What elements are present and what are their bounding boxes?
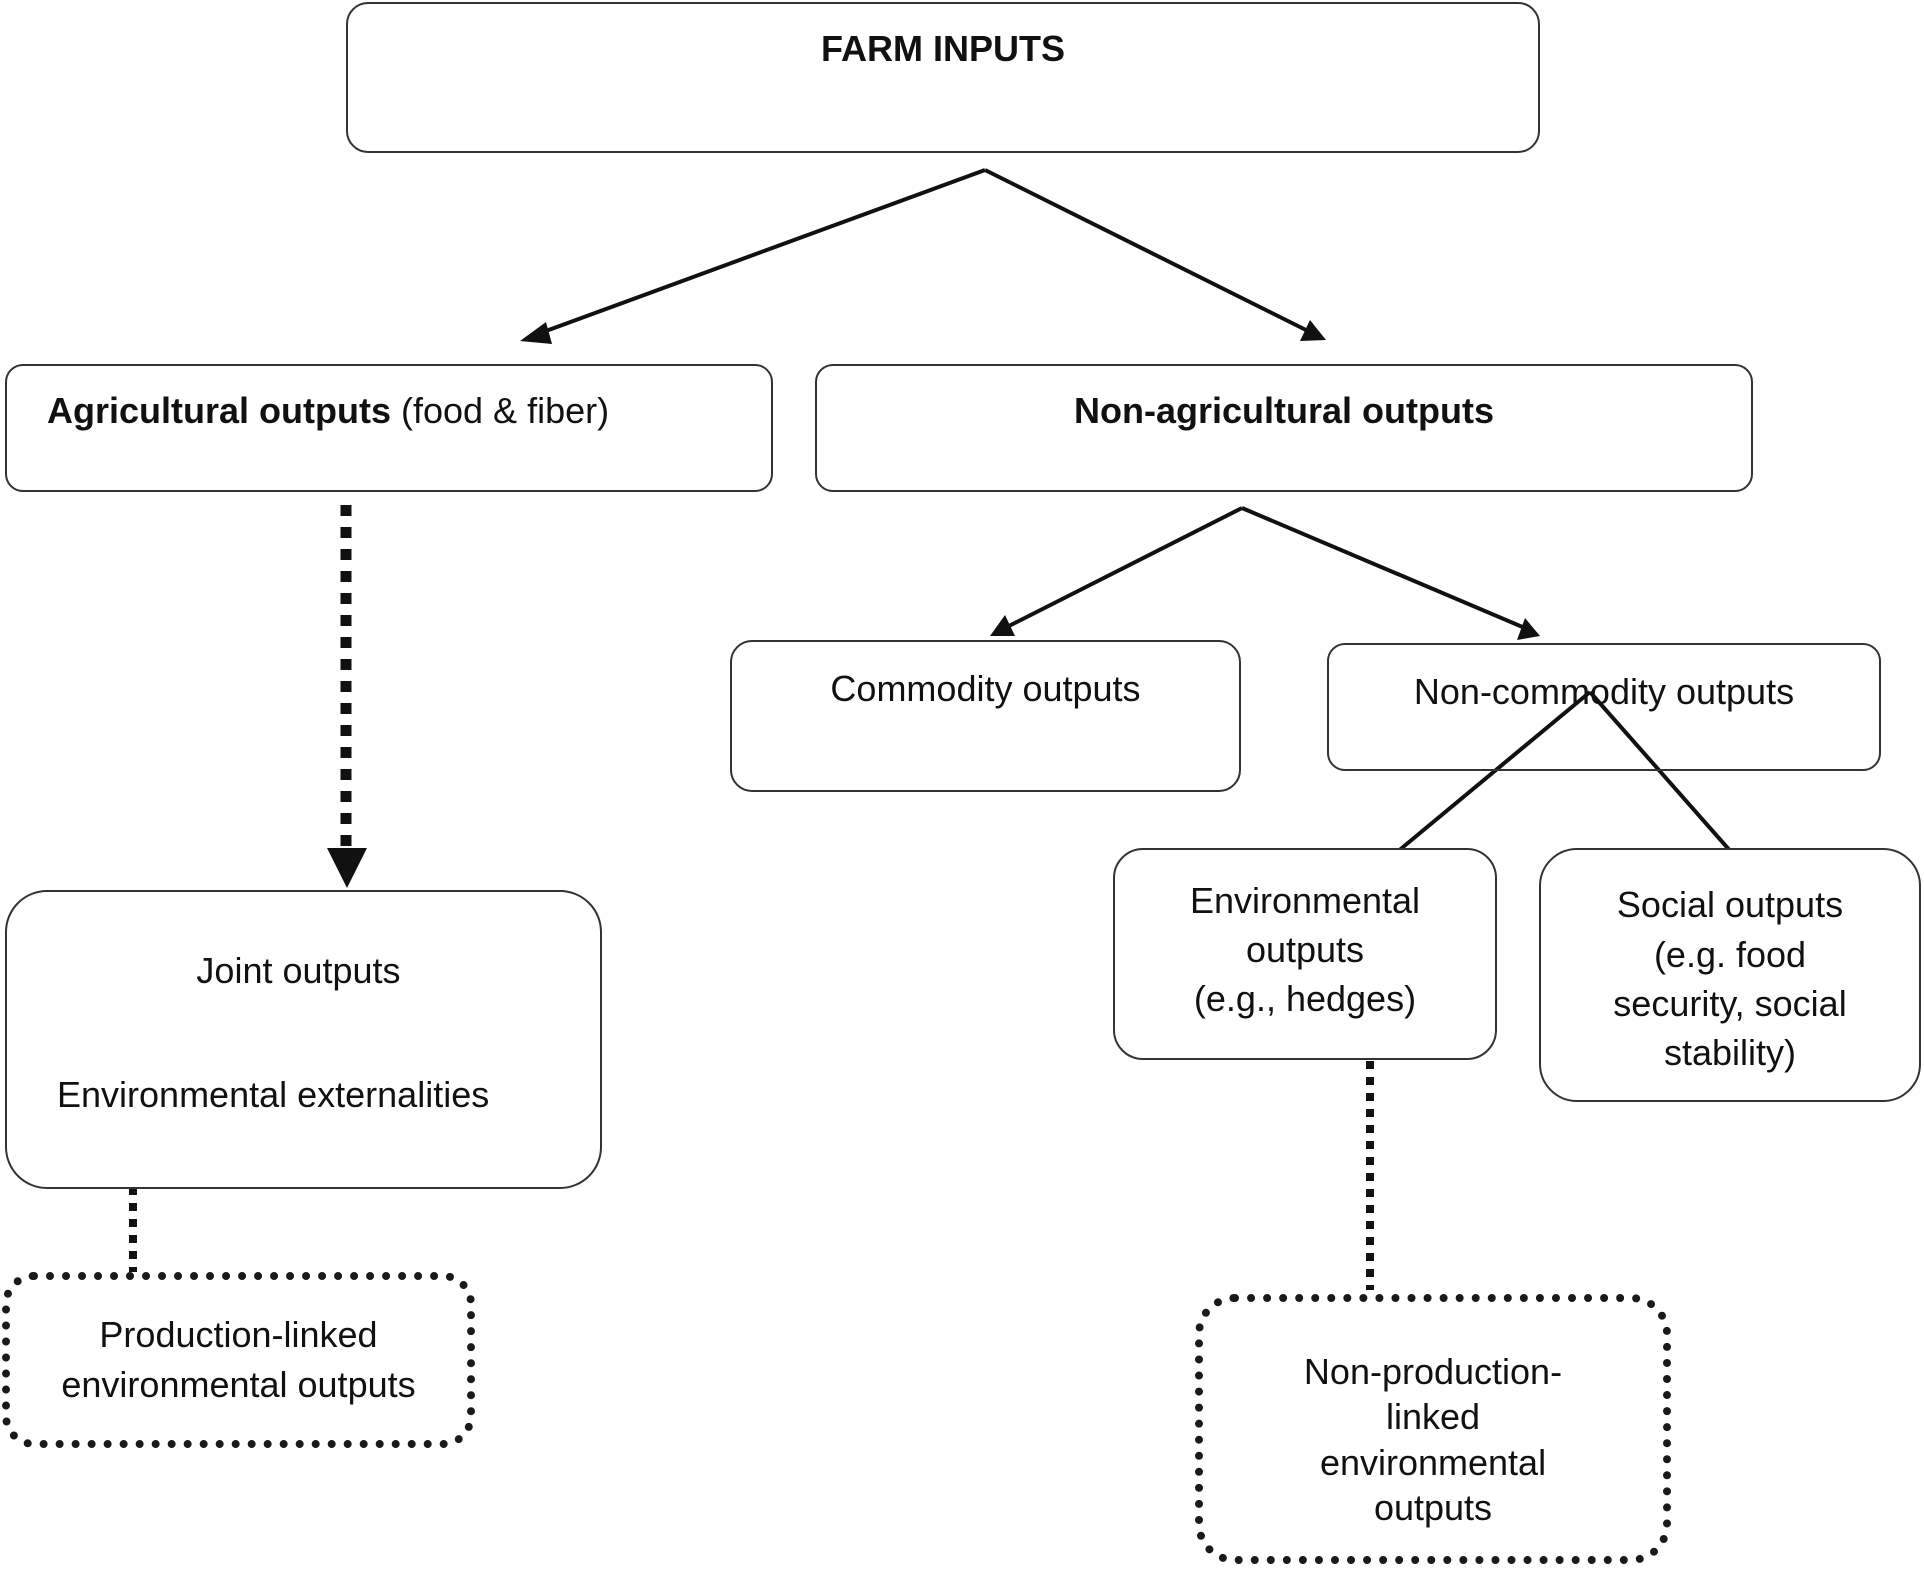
environmental-outputs-line3: (e.g., hedges): [1193, 978, 1417, 1019]
non-production-linked-line1: Non-production-: [1303, 1351, 1563, 1392]
social-outputs-line4: stability): [1663, 1032, 1797, 1073]
non-production-linked-line3: environmental: [1319, 1442, 1547, 1483]
joint-outputs-box: Joint outputs Environmental externalitie…: [5, 890, 602, 1189]
arrow-farm-to-agricultural: [534, 168, 986, 337]
non-production-linked-line4: outputs: [1373, 1487, 1493, 1528]
arrowhead-noncommodity: [1517, 618, 1540, 640]
agricultural-outputs-label: Agricultural outputs (food & fiber): [47, 386, 771, 435]
arrow-farm-to-non-agricultural: [984, 168, 1311, 334]
environmental-outputs-line2: outputs: [1245, 929, 1365, 970]
arrowhead-agricultural: [520, 322, 552, 344]
social-outputs-line2: (e.g. food: [1653, 934, 1807, 975]
non-production-linked-outputs-box: Non-production- linked environmental out…: [1195, 1294, 1671, 1564]
non-agricultural-outputs-label: Non-agricultural outputs: [1074, 390, 1494, 431]
farm-inputs-label: FARM INPUTS: [820, 28, 1065, 69]
arrowhead-joint: [327, 848, 367, 888]
social-outputs-line3: security, social: [1613, 983, 1847, 1024]
agricultural-outputs-bold: Agricultural outputs: [47, 390, 391, 431]
environmental-outputs-line1: Environmental: [1189, 880, 1421, 921]
farm-inputs-box: FARM INPUTS: [346, 2, 1540, 153]
commodity-outputs-label: Commodity outputs: [830, 668, 1141, 709]
social-outputs-line1: Social outputs: [1616, 884, 1844, 925]
agricultural-outputs-box: Agricultural outputs (food & fiber): [5, 364, 773, 492]
production-linked-outputs-box: Production-linked environmental outputs: [2, 1272, 475, 1448]
joint-outputs-label: Joint outputs: [196, 950, 401, 991]
non-production-linked-line2: linked: [1385, 1396, 1481, 1437]
non-commodity-outputs-box: Non-commodity outputs: [1327, 643, 1881, 771]
production-linked-line1: Production-linked: [99, 1314, 378, 1355]
non-commodity-outputs-label: Non-commodity outputs: [1413, 671, 1795, 712]
arrow-nonag-to-commodity: [1004, 506, 1243, 630]
non-agricultural-outputs-box: Non-agricultural outputs: [815, 364, 1753, 492]
arrowhead-commodity: [990, 615, 1015, 636]
agricultural-outputs-note: (food & fiber): [391, 390, 610, 431]
social-outputs-box: Social outputs (e.g. food security, soci…: [1539, 848, 1921, 1102]
arrow-noncommodity-to-social: [1588, 690, 1742, 864]
environmental-externalities-label: Environmental externalities: [57, 1074, 490, 1115]
arrow-nonag-to-noncommodity: [1241, 506, 1526, 630]
arrowhead-non-agricultural: [1300, 320, 1326, 341]
arrow-noncommodity-to-environmental: [1383, 690, 1592, 864]
environmental-outputs-box: Environmental outputs (e.g., hedges): [1113, 848, 1497, 1060]
commodity-outputs-box: Commodity outputs: [730, 640, 1241, 792]
production-linked-line2: environmental outputs: [61, 1364, 416, 1405]
